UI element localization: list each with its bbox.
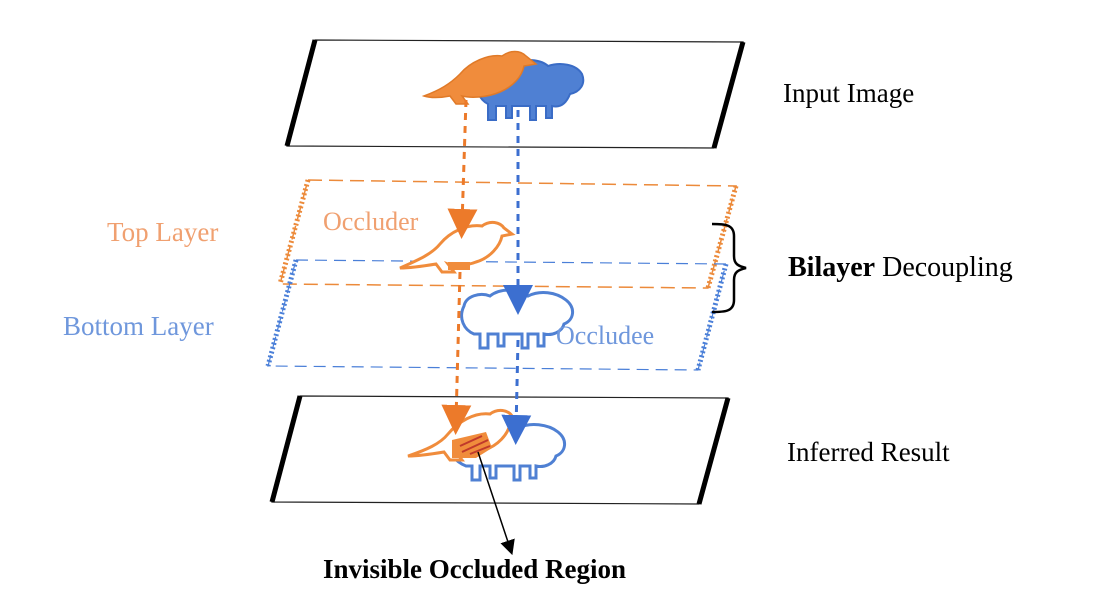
occludee-arrows <box>501 110 533 445</box>
decoupling-text: Decoupling <box>875 252 1013 283</box>
occluded-region-mark <box>452 432 492 458</box>
invisible-region-label: Invisible Occluded Region <box>323 554 626 584</box>
occludee-sheep-icon <box>460 288 574 350</box>
bilayer-bold: Bilayer <box>788 252 875 283</box>
bird-icon <box>421 50 538 105</box>
bottom-layer-plane <box>265 259 729 371</box>
bottom-layer-label: Bottom Layer <box>63 311 214 341</box>
inferred-result-label: Inferred Result <box>787 437 950 467</box>
invisible-region-pointer <box>477 451 515 556</box>
top-layer-plane <box>277 179 739 289</box>
top-layer-label: Top Layer <box>107 217 218 247</box>
occluder-bird-icon <box>399 220 516 274</box>
input-image-label: Input Image <box>783 78 914 108</box>
occluder-arrows <box>441 99 478 435</box>
bilayer-brace <box>711 222 747 314</box>
occluder-label: Occluder <box>323 207 419 236</box>
bilayer-decoupling-label: Bilayer Decoupling <box>788 252 1013 283</box>
occludee-label: Occludee <box>556 321 654 350</box>
